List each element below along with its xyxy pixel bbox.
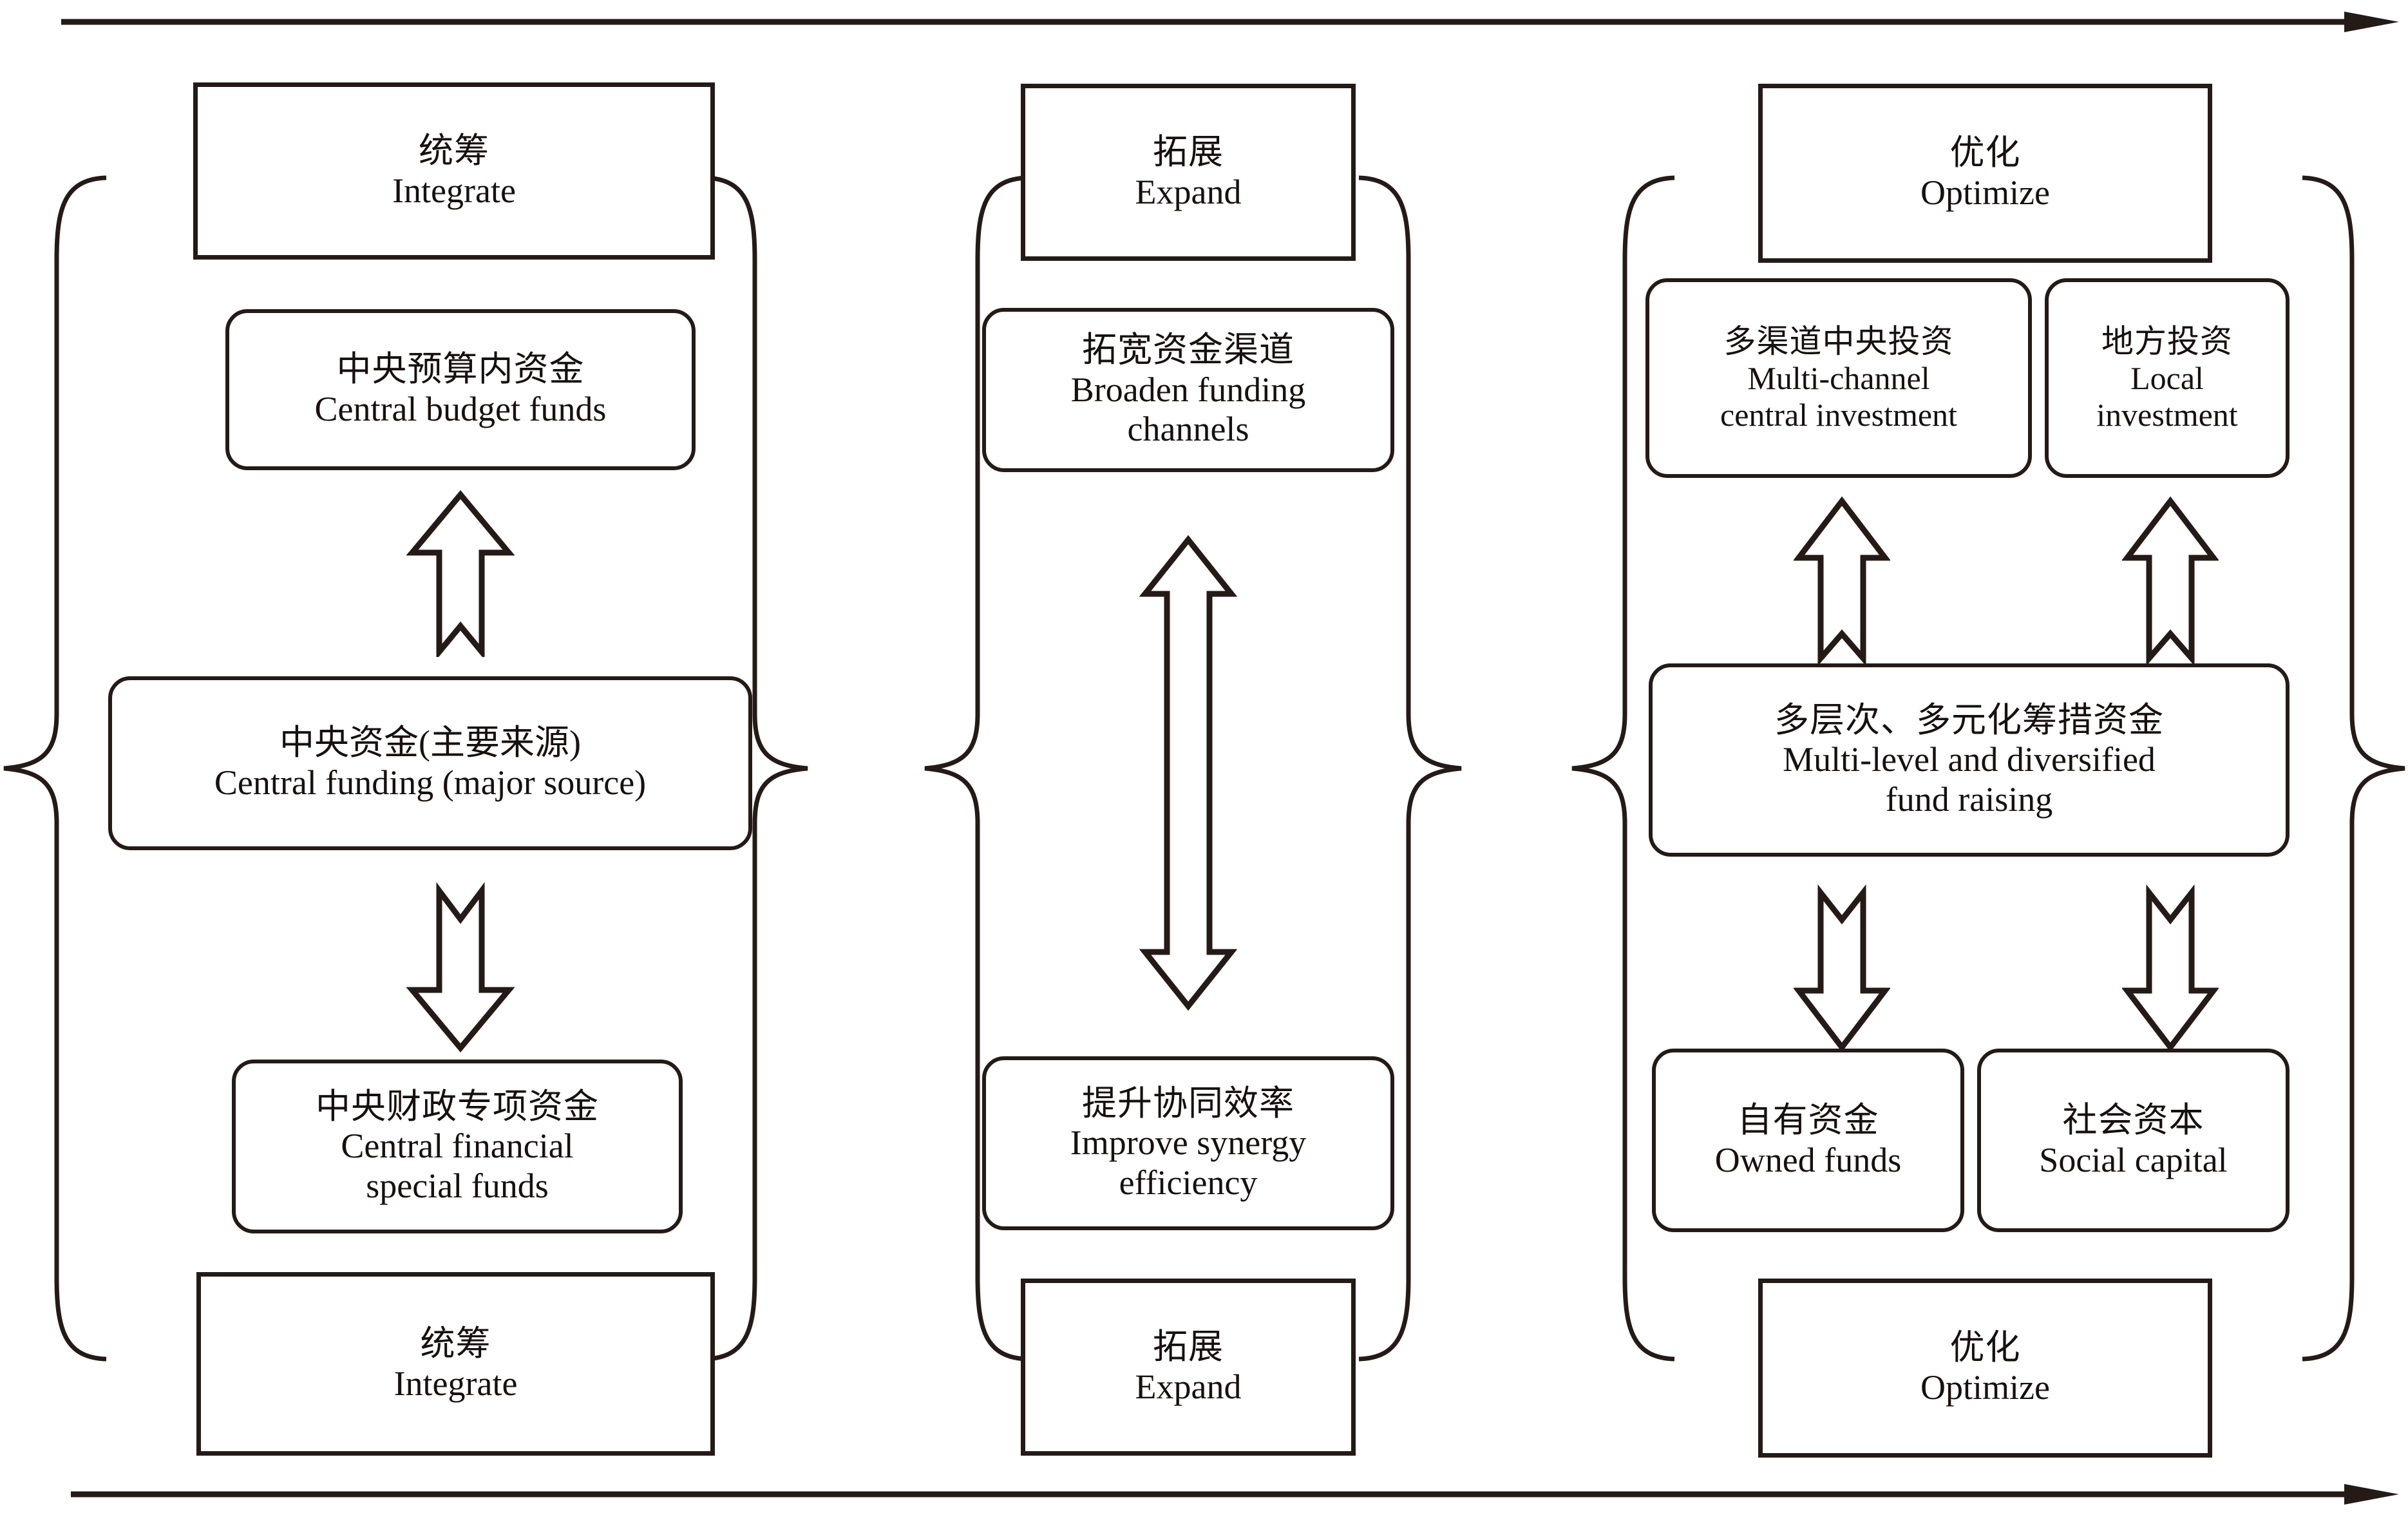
- header-integrate-en: Integrate: [392, 171, 516, 210]
- node-multi-channel-central-investment-cn: 多渠道中央投资: [1723, 323, 1954, 359]
- header-integrate[interactable]: 统筹 Integrate: [193, 82, 715, 260]
- node-broaden-funding-channels-en-2: channels: [1127, 410, 1249, 449]
- footer-expand[interactable]: 拓展 Expand: [1021, 1279, 1356, 1456]
- node-multi-level-diversified-fund-raising-cn: 多层次、多元化筹措资金: [1774, 700, 2164, 739]
- node-central-budget-funds-en: Central budget funds: [314, 390, 607, 428]
- header-optimize-en: Optimize: [1920, 173, 2050, 212]
- node-improve-synergy-efficiency[interactable]: 提升协同效率 Improve synergy efficiency: [982, 1056, 1394, 1230]
- arrow-down-to-social-capital: [2122, 882, 2219, 1053]
- footer-integrate-cn: 统筹: [420, 1324, 491, 1363]
- brace-right-integrate: [702, 173, 811, 1364]
- brace-right-expand: [1356, 173, 1465, 1364]
- footer-optimize-en: Optimize: [1920, 1368, 2050, 1407]
- node-social-capital[interactable]: 社会资本 Social capital: [1977, 1049, 2289, 1232]
- node-central-funding-major-source-cn: 中央资金(主要来源): [280, 723, 581, 763]
- node-central-financial-special-funds[interactable]: 中央财政专项资金 Central financial special funds: [232, 1060, 683, 1233]
- node-central-budget-funds[interactable]: 中央预算内资金 Central budget funds: [225, 309, 696, 470]
- node-owned-funds-cn: 自有资金: [1737, 1100, 1879, 1139]
- node-social-capital-en: Social capital: [2039, 1140, 2228, 1179]
- node-owned-funds[interactable]: 自有资金 Owned funds: [1652, 1049, 1964, 1232]
- arrow-up-to-central-budget-funds: [406, 490, 515, 657]
- node-central-financial-special-funds-en-2: special funds: [366, 1166, 549, 1205]
- node-broaden-funding-channels-en-1: Broaden funding: [1070, 370, 1306, 409]
- header-integrate-cn: 统筹: [419, 131, 489, 170]
- node-central-budget-funds-cn: 中央预算内资金: [336, 350, 585, 389]
- node-multi-level-diversified-fund-raising[interactable]: 多层次、多元化筹措资金 Multi-level and diversified …: [1649, 663, 2289, 857]
- node-improve-synergy-efficiency-en-2: efficiency: [1119, 1163, 1258, 1202]
- header-expand-cn: 拓展: [1153, 132, 1224, 171]
- bottom-timeline-arrow: [0, 1481, 2408, 1507]
- node-local-investment-en-1: Local: [2130, 359, 2204, 396]
- footer-expand-cn: 拓展: [1153, 1327, 1224, 1366]
- node-multi-level-diversified-fund-raising-en-2: fund raising: [1885, 779, 2053, 819]
- arrow-up-to-multi-channel-central-investment: [1794, 496, 1890, 663]
- node-multi-channel-central-investment-en-2: central investment: [1720, 396, 1957, 433]
- footer-expand-en: Expand: [1135, 1367, 1242, 1406]
- brace-right-optimize: [2299, 173, 2408, 1364]
- node-improve-synergy-efficiency-en-1: Improve synergy: [1070, 1123, 1307, 1163]
- node-central-financial-special-funds-en-1: Central financial: [341, 1127, 574, 1166]
- node-social-capital-cn: 社会资本: [2062, 1100, 2204, 1139]
- node-owned-funds-en: Owned funds: [1714, 1140, 1902, 1179]
- node-central-financial-special-funds-cn: 中央财政专项资金: [316, 1087, 599, 1126]
- footer-optimize-cn: 优化: [1949, 1328, 2021, 1367]
- footer-integrate[interactable]: 统筹 Integrate: [196, 1272, 715, 1456]
- footer-integrate-en: Integrate: [393, 1364, 518, 1403]
- header-optimize[interactable]: 优化 Optimize: [1758, 84, 2212, 263]
- node-multi-level-diversified-fund-raising-en-1: Multi-level and diversified: [1783, 740, 2156, 779]
- brace-left-optimize: [1568, 173, 1678, 1364]
- header-expand-en: Expand: [1135, 172, 1242, 211]
- brace-left-integrate: [0, 173, 109, 1364]
- node-local-investment[interactable]: 地方投资 Local investment: [2045, 278, 2289, 478]
- arrow-bidirectional-channels-synergy: [1133, 535, 1243, 1011]
- node-broaden-funding-channels[interactable]: 拓宽资金渠道 Broaden funding channels: [982, 308, 1394, 472]
- top-timeline-arrow: [0, 9, 2408, 35]
- arrow-down-to-special-funds: [406, 879, 515, 1053]
- footer-optimize[interactable]: 优化 Optimize: [1758, 1279, 2212, 1458]
- brace-left-expand: [921, 173, 1030, 1364]
- node-central-funding-major-source[interactable]: 中央资金(主要来源) Central funding (major source…: [108, 676, 752, 850]
- node-central-funding-major-source-en: Central funding (major source): [214, 763, 647, 802]
- arrow-down-to-owned-funds: [1794, 882, 1890, 1053]
- node-multi-channel-central-investment-en-1: Multi-channel: [1747, 359, 1930, 396]
- node-local-investment-cn: 地方投资: [2101, 323, 2233, 359]
- arrow-up-to-local-investment: [2122, 496, 2219, 663]
- node-local-investment-en-2: investment: [2096, 396, 2238, 433]
- header-optimize-cn: 优化: [1949, 133, 2021, 173]
- node-multi-channel-central-investment[interactable]: 多渠道中央投资 Multi-channel central investment: [1645, 278, 2032, 478]
- node-improve-synergy-efficiency-cn: 提升协同效率: [1082, 1083, 1294, 1123]
- node-broaden-funding-channels-cn: 拓宽资金渠道: [1082, 330, 1294, 370]
- header-expand[interactable]: 拓展 Expand: [1021, 84, 1356, 261]
